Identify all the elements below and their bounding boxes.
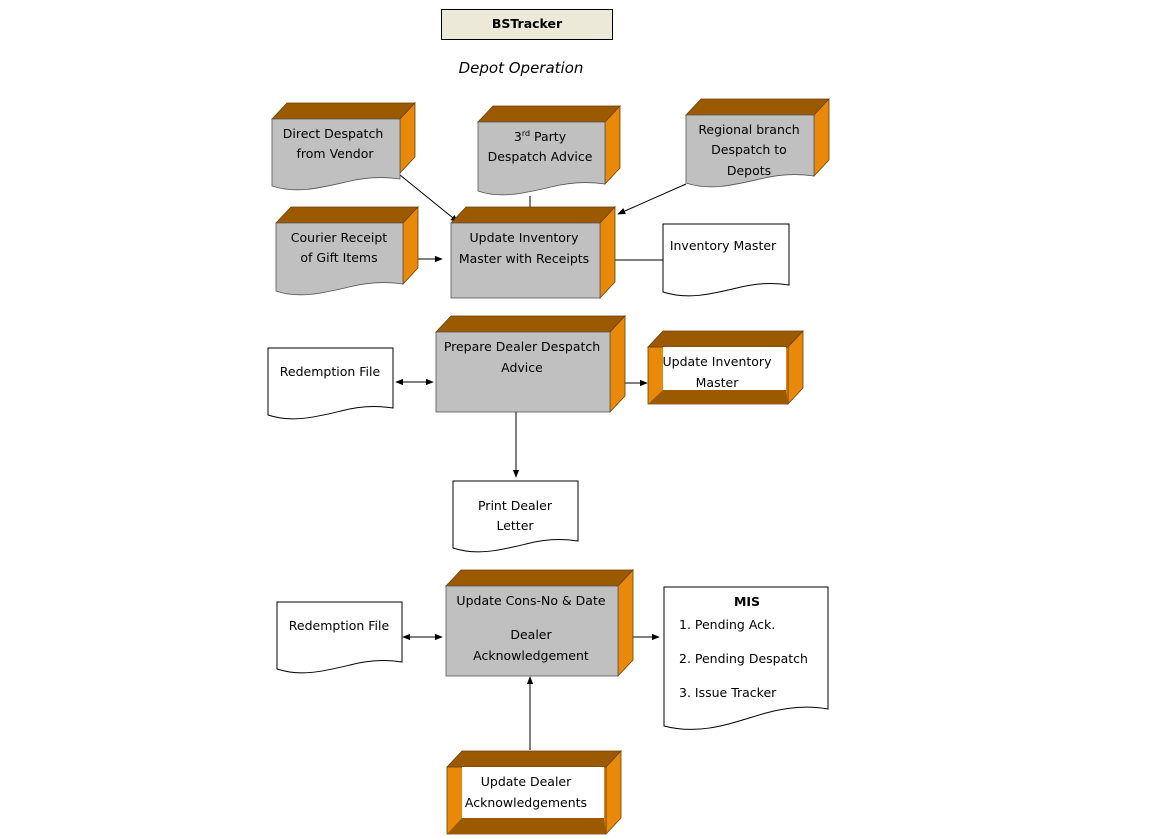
regional-branch-node: Regional branch Despatch to Depots — [685, 97, 830, 188]
update-cons-no-node: Update Cons-No & Date Dealer Acknowledge… — [445, 568, 634, 678]
update-inventory-receipts-node: Update Inventory Master with Receipts — [450, 205, 616, 300]
direct-despatch-line1: Direct Despatch — [283, 126, 384, 141]
third-party-line2: Despatch Advice — [488, 149, 593, 164]
redemption-file-1-node: Redemption File — [267, 347, 394, 420]
app-title: BSTracker — [492, 16, 563, 31]
courier-receipt-line2: of Gift Items — [300, 250, 377, 265]
mis-item-3: 3. Issue Tracker — [679, 685, 777, 700]
prepare-dealer-despatch-line2: Advice — [501, 360, 543, 375]
print-dealer-letter-line2: Letter — [496, 518, 534, 533]
redemption-file-1-line1: Redemption File — [280, 364, 381, 379]
redemption-file-2-line1: Redemption File — [289, 618, 390, 633]
update-inventory-receipts-line2: Master with Receipts — [459, 251, 589, 266]
regional-branch-line3: Depots — [727, 163, 771, 178]
update-cons-no-line1: Update Cons-No & Date — [456, 593, 605, 608]
update-cons-no-line3: Acknowledgement — [473, 648, 589, 663]
mis-node: MIS 1. Pending Ack. 2. Pending Despatch … — [663, 586, 829, 730]
print-dealer-letter-line1: Print Dealer — [478, 498, 553, 513]
inventory-master-node: Inventory Master — [662, 223, 790, 297]
inventory-master-line1: Inventory Master — [670, 238, 777, 253]
print-dealer-letter-node: Print Dealer Letter — [452, 480, 579, 553]
redemption-file-2-node: Redemption File — [276, 601, 403, 674]
third-party-node: 3rd Party Despatch Advice — [477, 104, 621, 196]
mis-title: MIS — [734, 594, 760, 609]
mis-item-2: 2. Pending Despatch — [679, 651, 808, 666]
update-cons-no-line2: Dealer — [510, 627, 552, 642]
courier-receipt-line1: Courier Receipt — [291, 230, 387, 245]
mis-item-1: 1. Pending Ack. — [679, 617, 775, 632]
update-dealer-ack-line1: Update Dealer — [481, 774, 572, 789]
prepare-dealer-despatch-node: Prepare Dealer Despatch Advice — [435, 314, 626, 414]
update-inventory-master-line2: Master — [696, 375, 740, 390]
direct-despatch-line2: from Vendor — [297, 146, 375, 161]
third-party-line1: 3rd Party — [514, 129, 567, 144]
direct-despatch-node: Direct Despatch from Vendor — [271, 101, 416, 191]
update-dealer-ack-node: Update Dealer Acknowledgements — [446, 749, 622, 836]
update-inventory-receipts-line1: Update Inventory — [470, 230, 580, 245]
update-dealer-ack-line2: Acknowledgements — [465, 795, 587, 810]
diagram-subtitle: Depot Operation — [459, 59, 584, 77]
regional-branch-line1: Regional branch — [698, 122, 799, 137]
prepare-dealer-despatch-line1: Prepare Dealer Despatch — [444, 339, 600, 354]
update-inventory-master-node: Update Inventory Master — [647, 329, 804, 406]
app-title-box: BSTracker — [441, 9, 613, 40]
update-inventory-master-line1: Update Inventory — [663, 354, 773, 369]
arrow-direct-to-update — [399, 174, 459, 223]
arrow-regional-to-update — [617, 183, 687, 215]
regional-branch-line2: Despatch to — [711, 142, 787, 157]
courier-receipt-node: Courier Receipt of Gift Items — [275, 205, 419, 296]
